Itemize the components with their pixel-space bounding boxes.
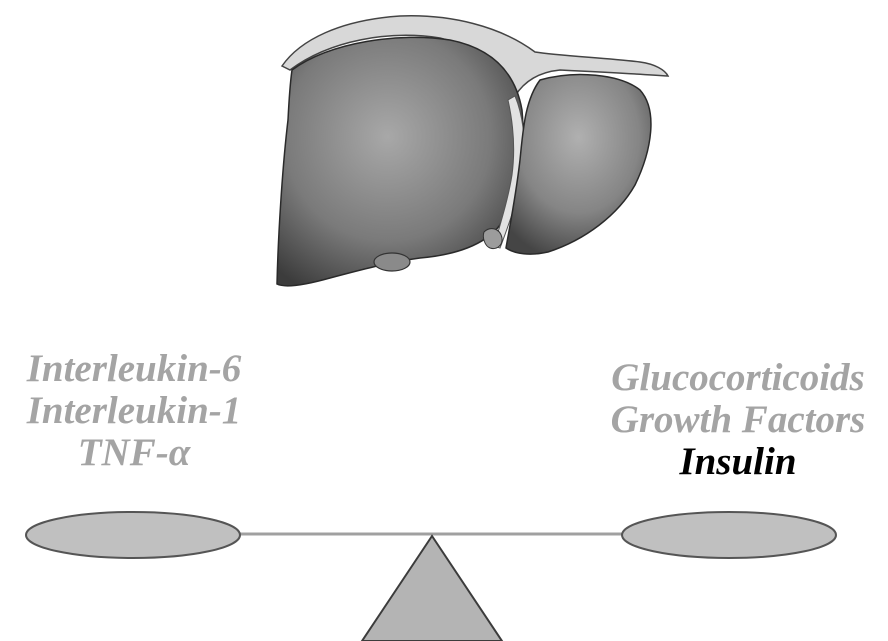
left-factor-list: Interleukin-6 Interleukin-1 TNF-α	[0, 348, 268, 474]
factor-interleukin-6: Interleukin-6	[0, 348, 268, 390]
liver-right-lobe	[277, 37, 523, 285]
balance-left-pan	[26, 512, 240, 558]
liver-gallbladder	[374, 253, 410, 271]
liver-left-lobe	[506, 75, 651, 255]
factor-glucocorticoids: Glucocorticoids	[588, 357, 888, 399]
balance-right-pan	[622, 512, 836, 558]
factor-insulin: Insulin	[588, 441, 888, 483]
balance-fulcrum	[362, 536, 502, 641]
balance-scale	[26, 512, 836, 641]
right-factor-list: Glucocorticoids Growth Factors Insulin	[588, 357, 888, 483]
factor-interleukin-1: Interleukin-1	[0, 390, 268, 432]
liver-illustration	[277, 16, 668, 286]
liver-ligamentum-teres	[483, 229, 502, 249]
factor-tnf-alpha: TNF-α	[0, 432, 268, 474]
factor-growth-factors: Growth Factors	[588, 399, 888, 441]
